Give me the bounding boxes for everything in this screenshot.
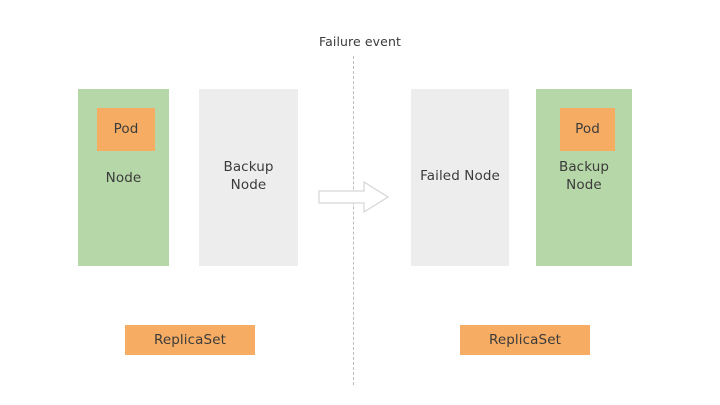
right-block-arrow-icon — [318, 181, 389, 213]
replicaset-label-before: ReplicaSet — [153, 332, 226, 348]
node-label-before: Node — [105, 170, 142, 186]
backup-node-label-before-line1: Backup — [223, 159, 274, 175]
failure-event-divider — [353, 56, 354, 385]
node-active-before[interactable]: Pod Node — [78, 89, 169, 266]
backup-node-after[interactable]: Pod Backup Node — [536, 89, 632, 266]
replicaset-before[interactable]: ReplicaSet — [125, 325, 255, 355]
backup-node-label-after-line2: Node — [566, 177, 602, 193]
replicaset-after[interactable]: ReplicaSet — [460, 325, 590, 355]
failed-node-after[interactable]: Failed Node — [411, 89, 509, 266]
pod-box-after[interactable]: Pod — [560, 108, 615, 151]
backup-node-label-before-line2: Node — [230, 177, 267, 193]
backup-node-label-after-line1: Backup — [558, 159, 610, 175]
failure-event-label: Failure event — [318, 34, 401, 49]
failed-node-label-after: Failed Node — [420, 168, 500, 184]
replicaset-label-after: ReplicaSet — [488, 332, 561, 348]
pod-label: Pod — [575, 120, 600, 137]
pod-label: Pod — [113, 120, 139, 137]
pod-box-before[interactable]: Pod — [97, 108, 155, 151]
backup-node-before[interactable]: Backup Node — [199, 89, 298, 266]
